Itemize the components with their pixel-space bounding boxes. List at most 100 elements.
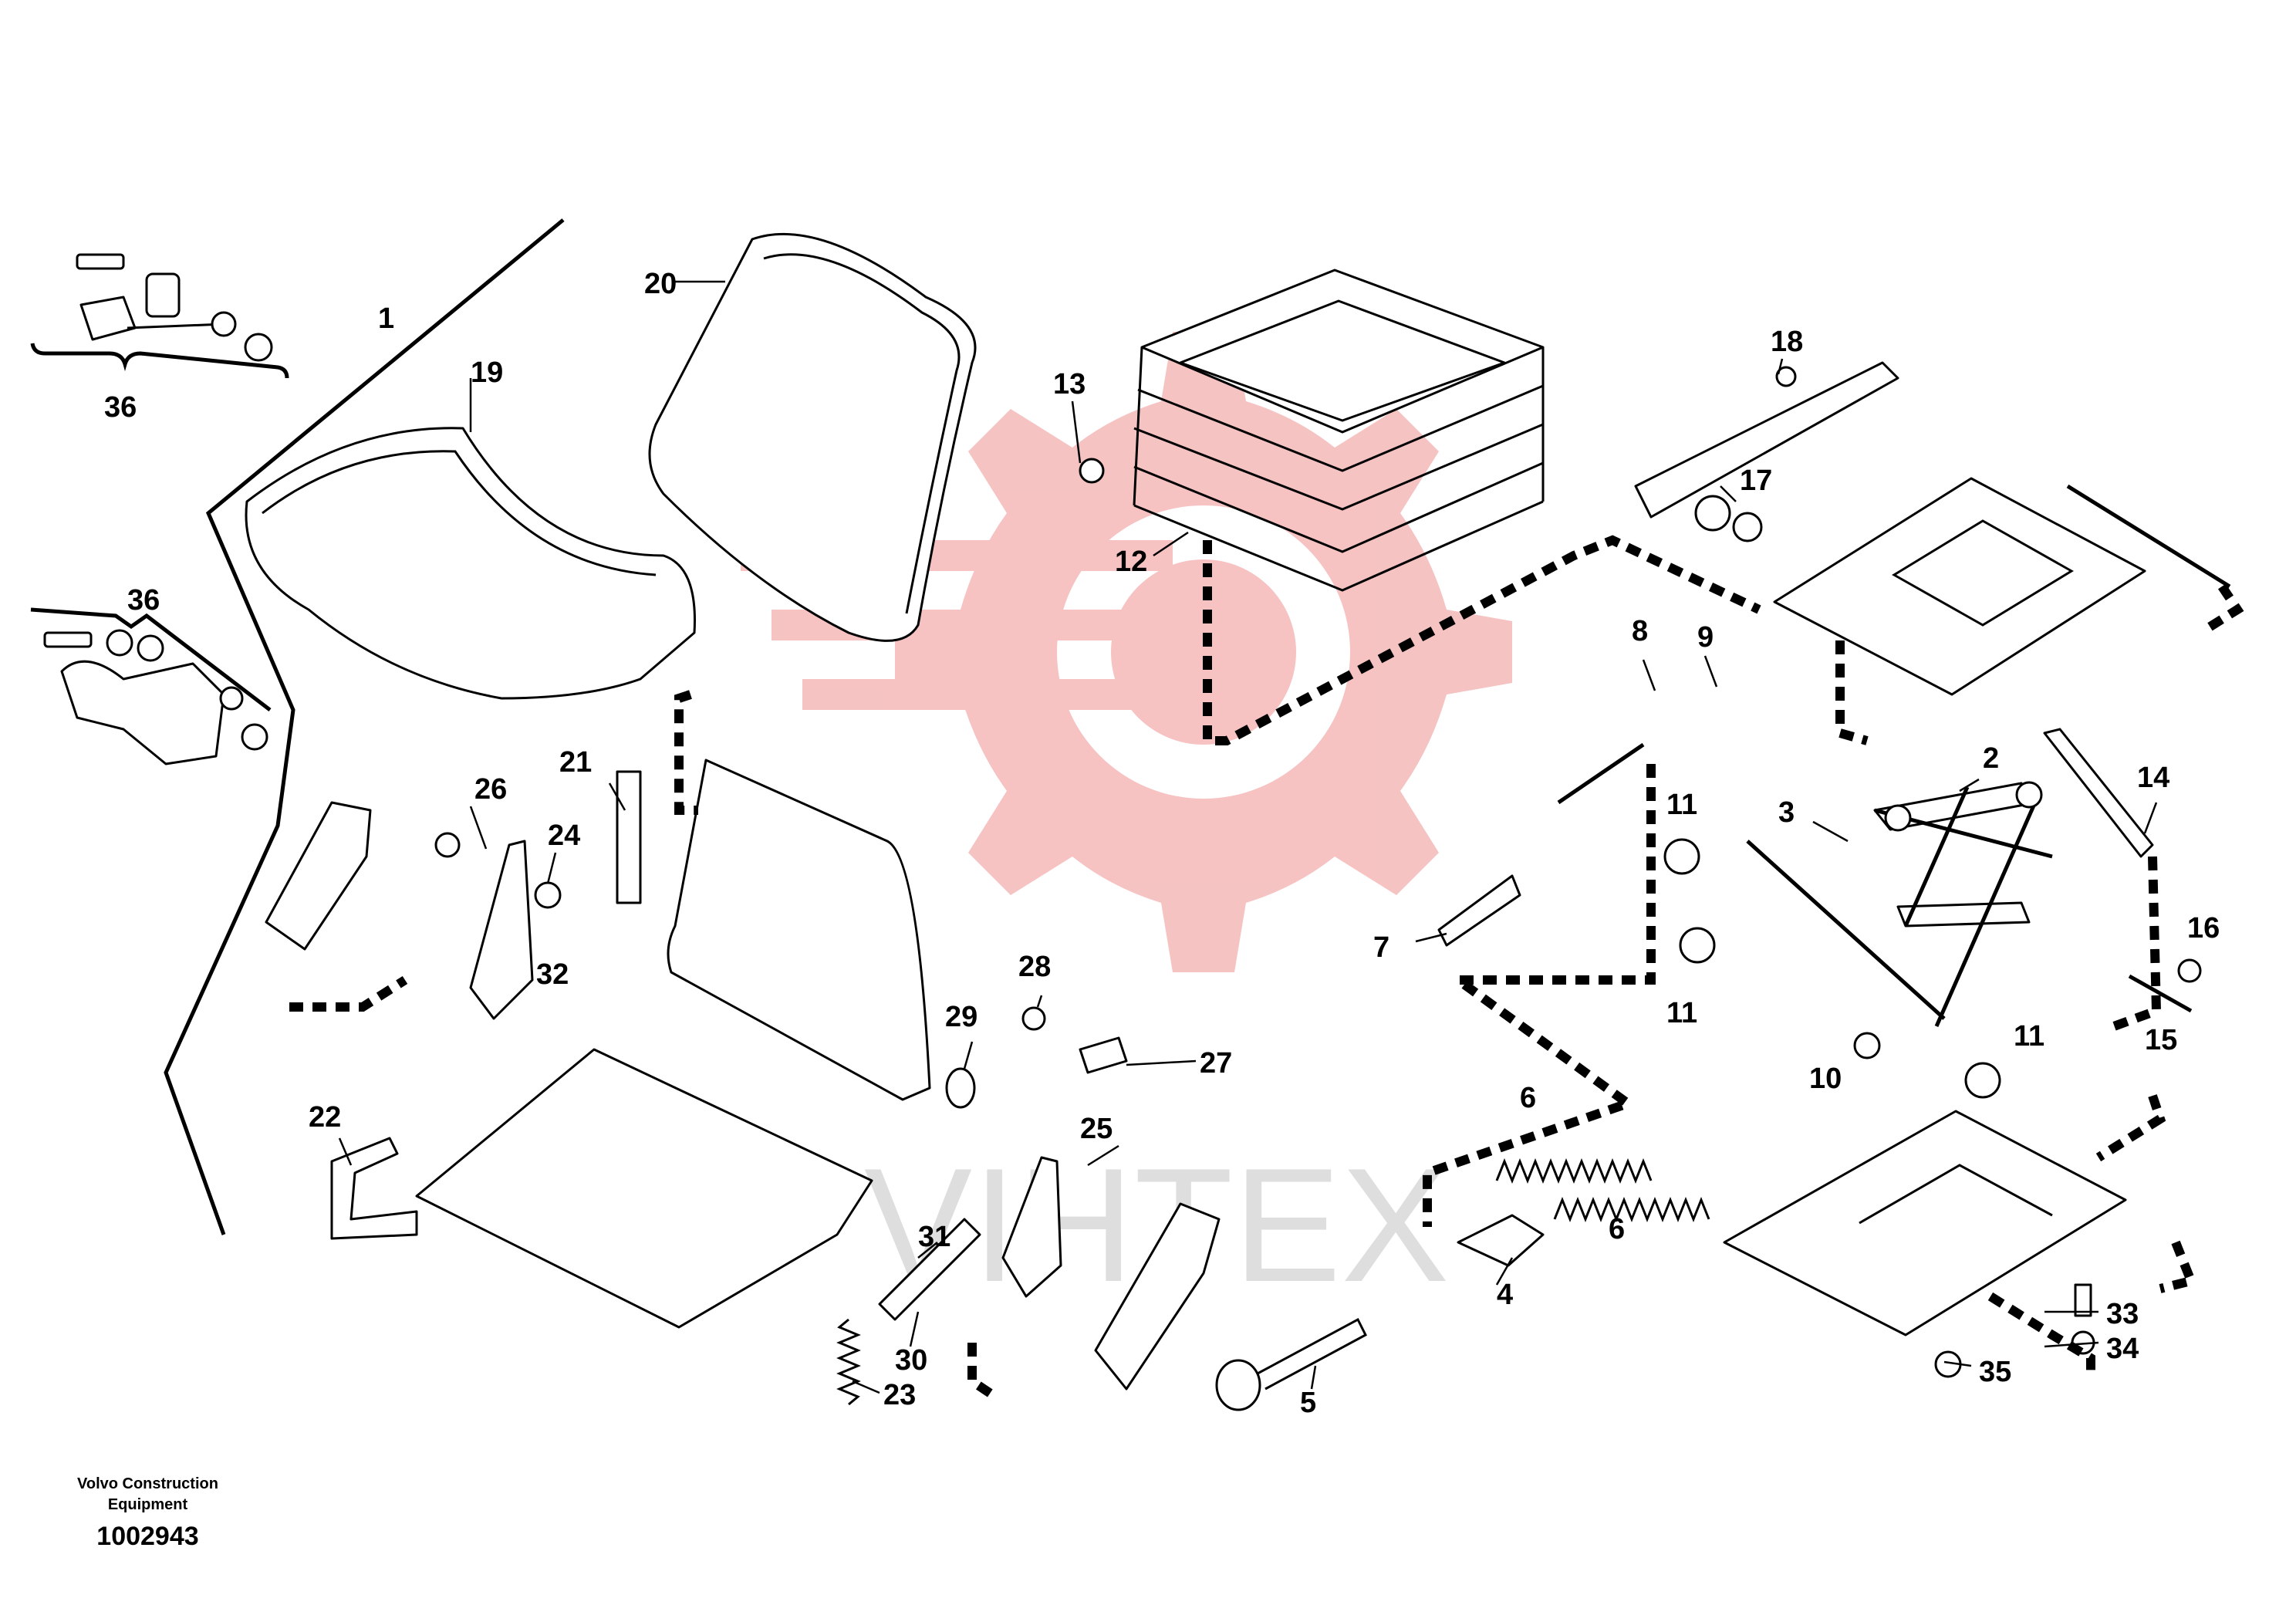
bolt-33 (2074, 1283, 2092, 1317)
hinge-plate-right (1001, 1156, 1062, 1298)
assembly-bracket-36-top (30, 343, 289, 379)
callout-19: 19 (471, 357, 503, 389)
callout-11a: 11 (1666, 789, 1697, 821)
callout-6b: 6 (1609, 1213, 1625, 1245)
callout-15: 15 (2145, 1024, 2177, 1056)
dashed-path-14 (2112, 856, 2162, 1031)
lever-14 (2043, 728, 2154, 858)
spring-6-upper (1495, 1157, 1653, 1184)
callout-17: 17 (1740, 465, 1772, 497)
bushing-11c (1964, 1062, 2001, 1099)
callout-20: 20 (644, 268, 677, 300)
adjustment-knob (1215, 1317, 1367, 1411)
bracket-27 (1079, 1036, 1128, 1074)
knob-24 (534, 881, 562, 909)
callout-36b: 36 (127, 584, 160, 617)
callout-33: 33 (2106, 1298, 2139, 1330)
dashed-path-7 (1423, 764, 1656, 1227)
latch-4 (1457, 1214, 1545, 1267)
base-plate (1723, 1110, 2127, 1336)
seat-pan (415, 1048, 873, 1329)
callout-22: 22 (309, 1101, 341, 1134)
footer: Volvo Construction Equipment 1002943 (77, 1474, 218, 1552)
clip-29 (945, 1067, 976, 1109)
callout-11b: 11 (1666, 997, 1697, 1029)
callout-1: 1 (378, 302, 394, 335)
dashed-path-25 (967, 1343, 998, 1401)
side-cover-left (265, 801, 372, 951)
callout-18: 18 (1771, 326, 1803, 358)
seat-backrest (648, 232, 977, 642)
dashed-path-frame (1835, 640, 1869, 745)
bushing-11b (1679, 927, 1716, 964)
side-cover-right (1094, 1202, 1221, 1391)
callout-16: 16 (2187, 912, 2220, 944)
callout-11c: 11 (2014, 1020, 2044, 1053)
callout-26: 26 (474, 773, 507, 806)
backrest-frame (667, 759, 931, 1101)
spring-23 (836, 1318, 861, 1406)
callout-24: 24 (548, 819, 580, 852)
base-plate-inner (1859, 1164, 2053, 1225)
spring-18 (1775, 366, 1797, 387)
seat-belt-buckle-lower (43, 629, 268, 765)
bolt-8-9 (1557, 742, 1645, 805)
watermark-bar-3 (802, 679, 1173, 710)
slide-rail (1634, 361, 1899, 519)
callout-35: 35 (1979, 1356, 2011, 1388)
assembly-bracket-36-mid (30, 607, 272, 711)
callout-25: 25 (1080, 1113, 1113, 1145)
rod-15 (2128, 974, 2193, 1013)
callout-34: 34 (2106, 1333, 2139, 1365)
seat-backrest-inner (763, 253, 961, 614)
upper-frame (1773, 477, 2146, 696)
scissor-mechanism (1746, 781, 2053, 1028)
dashed-path-33 (1987, 1292, 2095, 1374)
dashed-path-base (2095, 1094, 2166, 1162)
callout-8: 8 (1632, 615, 1648, 647)
dashed-path-12 (1203, 535, 1761, 745)
callout-29: 29 (945, 1001, 977, 1033)
dashed-path-32 (289, 975, 408, 1012)
assembly-bracket-1 (164, 218, 565, 1235)
seat-cushion (245, 427, 696, 700)
callout-5: 5 (1300, 1387, 1316, 1419)
upper-frame-inner (1892, 519, 2074, 627)
callout-30: 30 (895, 1344, 927, 1377)
hinge-plate-left (469, 840, 534, 1020)
callout-12: 12 (1115, 546, 1147, 578)
upper-frame-rod (2066, 484, 2231, 589)
document-number: 1002943 (96, 1522, 199, 1551)
manufacturer-name: Volvo Construction (77, 1475, 218, 1492)
seat-cushion-inner (262, 450, 657, 576)
washer-17 (1732, 512, 1763, 542)
callout-14: 14 (2137, 762, 2169, 794)
callout-31: 31 (918, 1221, 950, 1253)
callout-13: 13 (1053, 368, 1086, 400)
bushing-10 (1853, 1032, 1881, 1059)
callout-2: 2 (1983, 742, 1999, 775)
manufacturer-name-line2: Equipment (107, 1496, 188, 1513)
nut-16 (2177, 958, 2202, 983)
dashed-path-rod (2203, 583, 2244, 634)
spring-6-lower (1553, 1196, 1710, 1223)
link-30-31 (878, 1218, 981, 1321)
callout-9: 9 (1697, 621, 1714, 654)
callout-3: 3 (1778, 796, 1795, 829)
washer-26 (434, 832, 461, 858)
callout-28: 28 (1018, 951, 1051, 983)
dashed-path-21 (674, 690, 698, 815)
dashed-path-base-right (2159, 1240, 2198, 1293)
bracket-7 (1437, 874, 1521, 947)
callout-27: 27 (1200, 1047, 1232, 1080)
bushing-28 (1021, 1006, 1046, 1031)
leader-lines (338, 280, 2158, 1394)
roller-17 (1694, 495, 1731, 532)
callout-36a: 36 (104, 391, 137, 424)
callout-7: 7 (1373, 931, 1389, 964)
suspension-bellows (1133, 269, 1545, 592)
callout-6a: 6 (1520, 1082, 1536, 1114)
pin-21 (616, 770, 642, 904)
hook-22 (330, 1137, 418, 1240)
